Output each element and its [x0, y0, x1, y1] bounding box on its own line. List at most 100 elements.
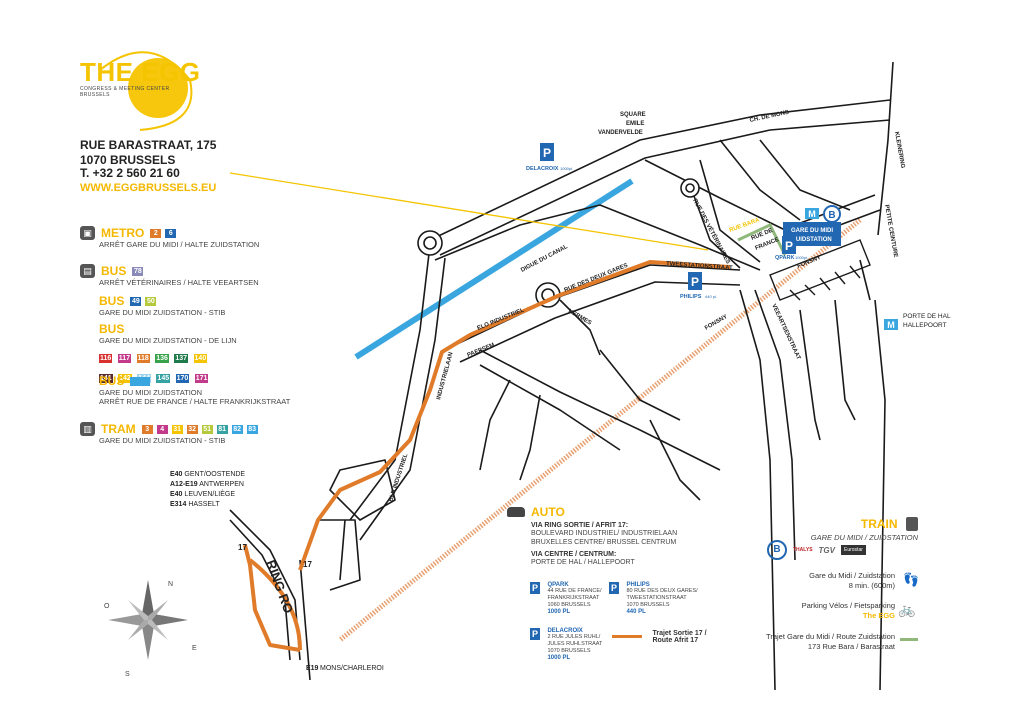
logo-subtitle-2: BRUSSELS: [80, 92, 110, 98]
highway-item: E314 HASSELT: [170, 501, 220, 508]
delijn-line-chip: 117: [117, 354, 132, 363]
delijn-line-chip: 136: [155, 354, 169, 363]
compass-e: E: [192, 645, 197, 652]
street-hermes: HERMES: [567, 309, 592, 327]
walk-line-2: 8 min. (600m): [848, 581, 895, 590]
address-city: 1070 BRUSSELS: [80, 153, 176, 167]
highway-item: E40 GENT/OOSTENDE: [170, 471, 246, 478]
route-legend: Trajet Sortie 17 / Route Afrit 17: [612, 628, 707, 646]
compass-s: S: [125, 671, 130, 678]
metro-line-chip: 2: [150, 228, 162, 238]
tram-stop: GARE DU MIDI ZUIDSTATION - STIB: [99, 436, 226, 445]
route-legend-1: Trajet Sortie 17 /: [652, 629, 707, 637]
porte-hal-m-letter: M: [887, 320, 895, 330]
bike-line-1: Parking Vélos / Fietsparking: [801, 601, 895, 610]
metro-title: METRO: [101, 226, 145, 240]
street-petite-ceinture: PETITE CEINTURE: [883, 204, 898, 258]
metro-icon: ▣: [80, 226, 95, 240]
street-exit-17a: 17: [238, 543, 247, 552]
tram-line-chip: 4: [156, 424, 168, 434]
sncb-logo: B: [767, 540, 787, 560]
trajet-info: Trajet Gare du Midi / Route Zuidstation …: [720, 632, 895, 652]
bus-tec-section: BUS GARE DU MIDI ZUIDSTATION ARRÊT RUE D…: [80, 374, 290, 406]
parking-p-icon: P: [609, 582, 619, 594]
parking-name: QPARK: [547, 582, 569, 588]
parking-capacity: 1000 PL: [547, 609, 571, 615]
bus-title: BUS: [99, 322, 125, 336]
parking-delacroix-label: DELACROIX: [526, 166, 559, 172]
street-e19: E19: [306, 665, 319, 672]
delijn-line-chip: 137: [174, 354, 189, 363]
auto-via-centre: VIA CENTRE / CENTRUM:: [531, 551, 617, 558]
porte-hal-label-2: HALLEPOORT: [903, 322, 947, 329]
delijn-line-chip: 116: [99, 354, 113, 363]
street-square-3: VANDERVELDE: [598, 130, 643, 136]
compass-n: N: [168, 581, 173, 588]
tram-line-chip: 83: [246, 424, 258, 434]
tram-line-chip: 32: [186, 424, 198, 434]
parking-qpark-cap: 1000pl.: [795, 255, 808, 260]
address-website[interactable]: WWW.EGGBRUSSELS.EU: [80, 182, 217, 194]
street-square-1: SQUARE: [620, 112, 646, 118]
canal: [354, 178, 634, 360]
bus-line-chip: 49: [130, 296, 142, 306]
street-veterinaires: RUE DES VÉTÉRINAIRES: [691, 197, 732, 265]
bike-line-2: The EGG: [862, 611, 895, 620]
bus-title: BUS: [101, 264, 127, 278]
walk-route-legend-line: [900, 638, 918, 641]
bus-stib-1-section: ▤ BUS 78 ARRÊT VÉTÉRINAIRES / HALTE VEEA…: [80, 264, 259, 287]
porte-hal-metro-icon: [884, 319, 898, 330]
route-legend-line: [612, 635, 642, 639]
street-ch-de-mons: CH. DE MONS: [749, 110, 789, 124]
bus-stib-2-section: BUS 49 50 GARE DU MIDI ZUIDSTATION - STI…: [80, 294, 225, 317]
compass-rose: [108, 580, 188, 660]
thalys-logo: THALYS: [793, 547, 813, 553]
car-icon: [507, 507, 525, 517]
train-section: TRAIN GARE DU MIDI / ZUIDSTATION: [780, 515, 918, 542]
parking-delacroix-cap: 1000pl.: [560, 166, 573, 171]
footsteps-icon: 👣: [903, 572, 920, 587]
sncb-b-icon: [823, 205, 841, 223]
logo-subtitle-1: CONGRESS & MEETING CENTER: [80, 86, 170, 92]
parking-line: 1070 BRUSSELS: [626, 602, 670, 608]
tram-line-chip: 51: [201, 424, 213, 434]
auto-ring-line-1: BOULEVARD INDUSTRIEL/ INDUSTRIELAAN: [531, 530, 678, 537]
trajet-line-2: 173 Rue Bara / Barastraat: [807, 642, 895, 651]
road-network: [229, 61, 894, 691]
tram-line-chip: 81: [216, 424, 228, 434]
street-e19-dest: MONS/CHARLEROI: [320, 665, 384, 672]
parking-name: DELACROIX: [547, 628, 583, 634]
bus-line-chip: 78: [132, 266, 144, 276]
street-exit-17b: 17: [303, 560, 312, 569]
train-subtitle: GARE DU MIDI / ZUIDSTATION: [810, 533, 918, 542]
porte-hal-label-1: PORTE DE HAL: [903, 313, 951, 320]
parking-philips-info: P PHILIPS 80 RUE DES DEUX GARES/ TWEESTA…: [609, 582, 698, 615]
station-blocks: [769, 239, 871, 301]
bus-stop: GARE DU MIDI ZUIDSTATION - DE LIJN: [99, 336, 237, 345]
parking-delacroix-icon: [540, 143, 554, 161]
delijn-line-chip: 118: [136, 354, 150, 363]
address-phone: T. +32 2 560 21 60: [80, 166, 180, 180]
highway-item: E40 LEUVEN/LIÈGE: [170, 491, 235, 498]
bus-stop: ARRÊT VÉTÉRINAIRES / HALTE VEEARTSEN: [99, 278, 259, 287]
bus-title: BUS: [99, 294, 125, 308]
walk-info: Gare du Midi / Zuidstation 8 min. (600m): [760, 571, 895, 591]
walk-line-1: Gare du Midi / Zuidstation: [809, 571, 895, 580]
parking-line: 1060 BRUSSELS: [547, 602, 591, 608]
metro-stop: ARRÊT GARE DU MIDI / HALTE ZUIDSTATION: [99, 240, 260, 249]
parking-delacroix-info: P DELACROIX 2 RUE JULES RUHL/ JULES RUHL…: [530, 628, 602, 661]
tgv-logo: TGV: [818, 545, 835, 555]
logo-arc: [99, 51, 193, 131]
delijn-line-chip: 145: [156, 374, 171, 383]
delijn-line-chip: 142: [118, 374, 132, 383]
parking-philips-label: PHILIPS: [680, 294, 702, 300]
parking-philips-icon: [688, 272, 702, 290]
route-legend-2: Route Afrit 17: [652, 636, 699, 644]
parking-p-icon: P: [530, 582, 540, 594]
auto-ring-line-2: BRUXELLES CENTRE/ BRUSSEL CENTRUM: [531, 539, 677, 546]
bicycle-icon: 🚲: [898, 601, 916, 617]
street-square-2: EMILE: [626, 121, 644, 127]
parking-line: JULES RUHLSTRAAT: [547, 641, 603, 647]
tram-icon: ▥: [80, 422, 95, 436]
